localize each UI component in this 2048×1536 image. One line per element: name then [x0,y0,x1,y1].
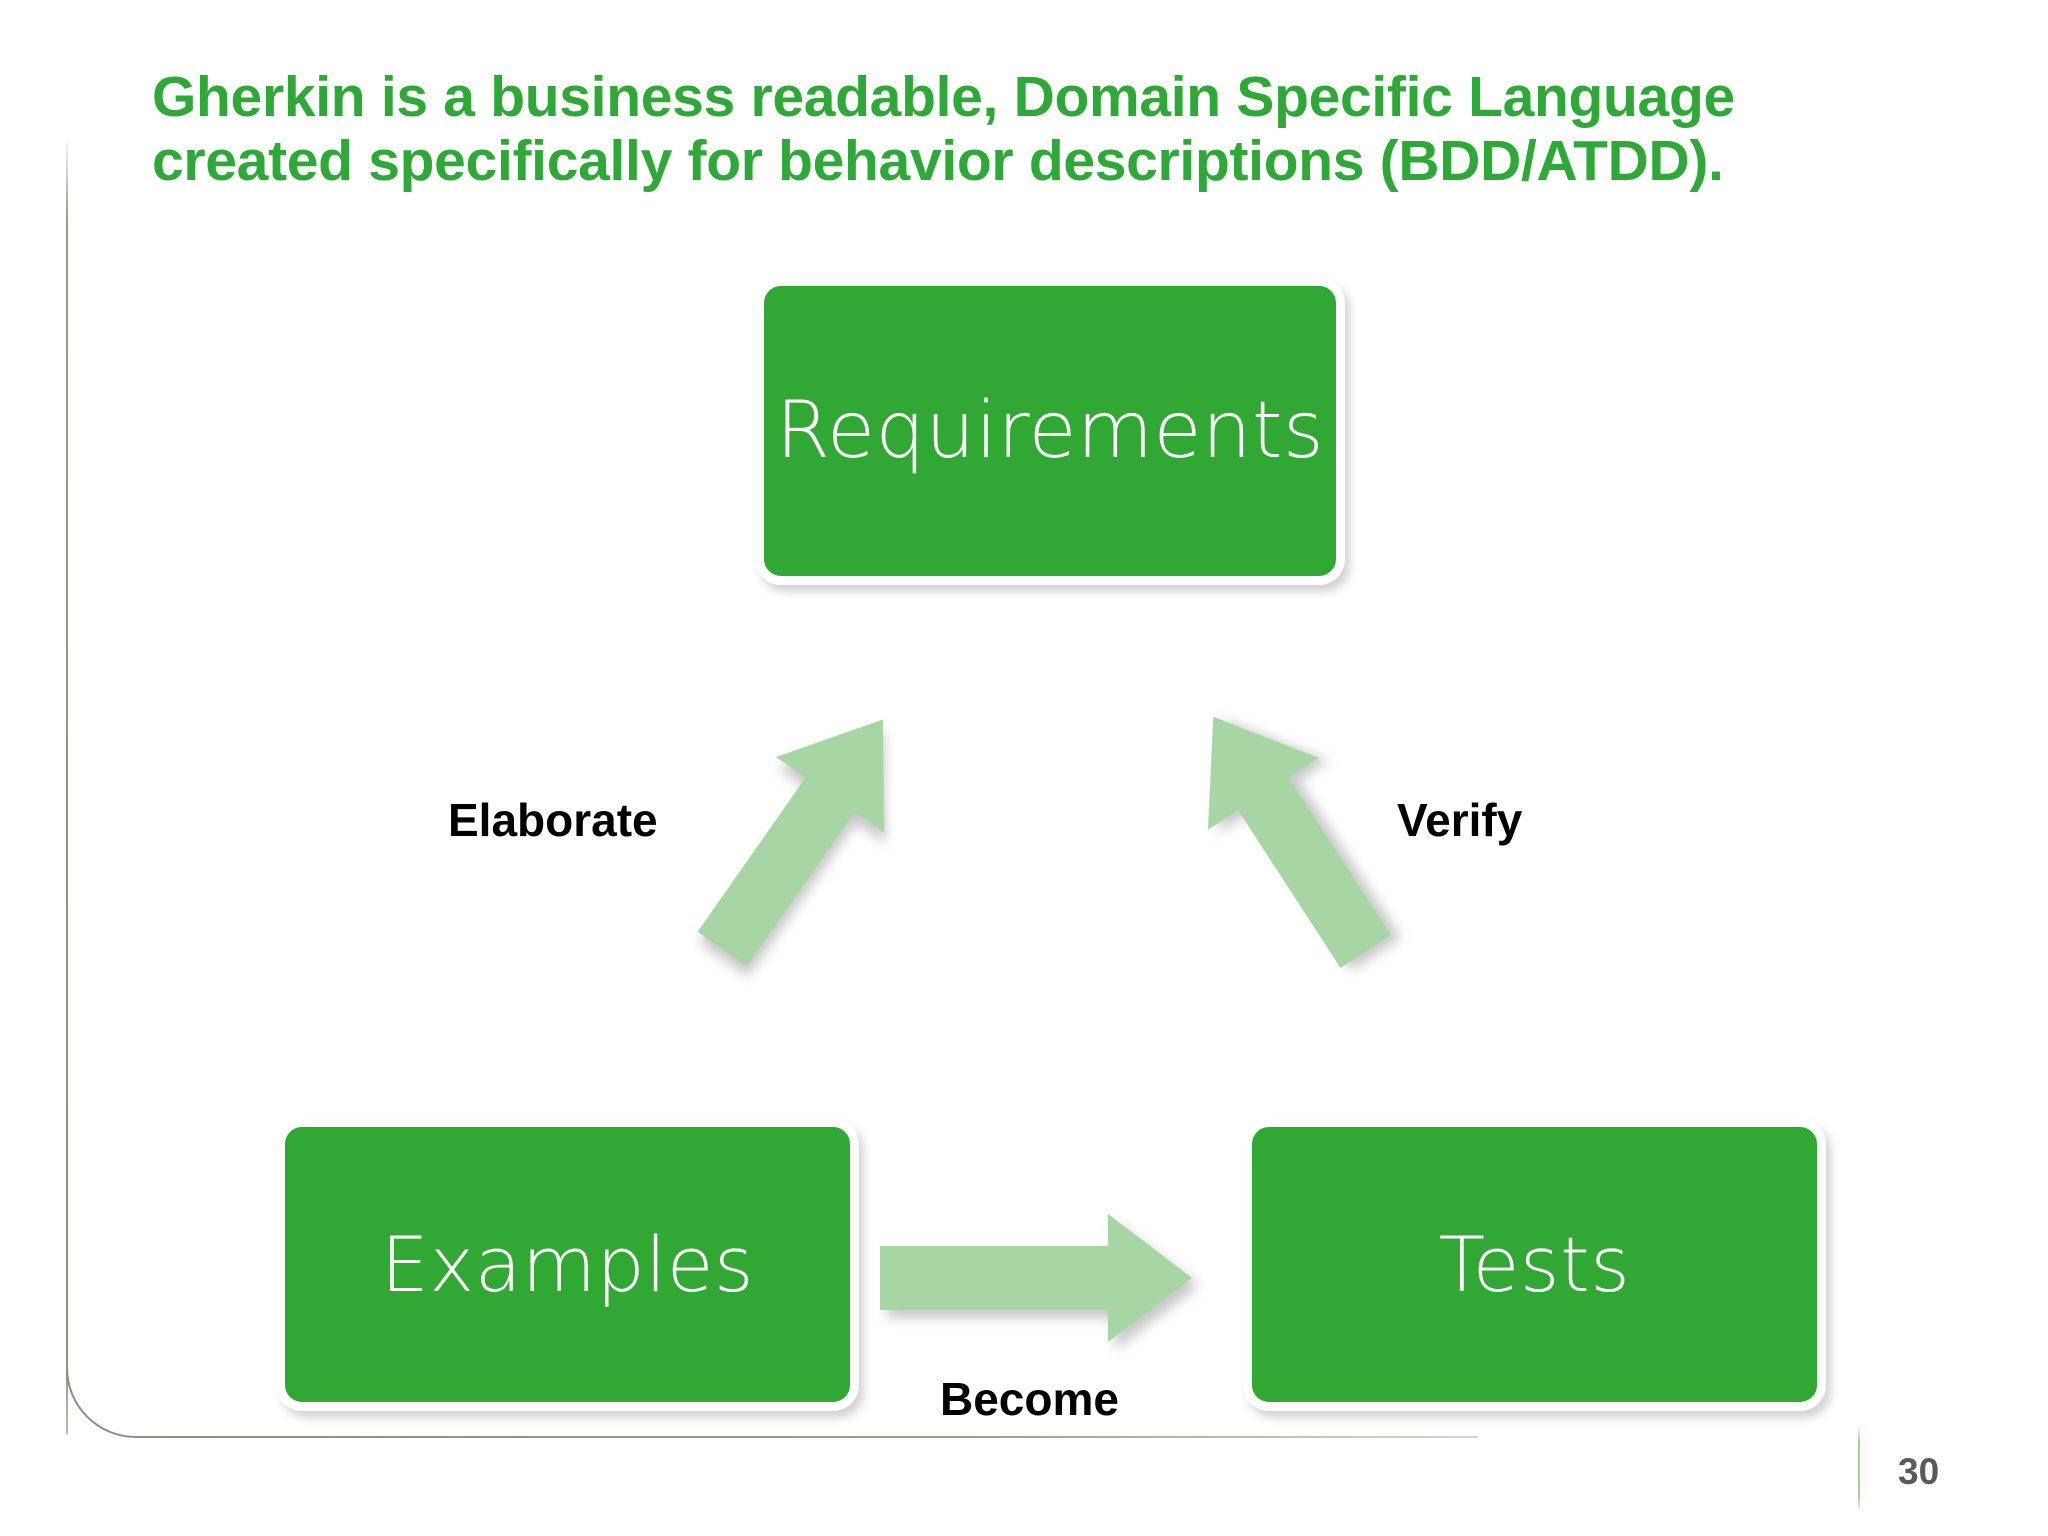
page-number: 30 [1898,1451,1940,1492]
slide-title-line-1: Gherkin is a business readable, Domain S… [152,65,1735,129]
page-number-divider [1858,1425,1860,1513]
slide-title-line-2: created specifically for behavior descri… [152,128,1724,193]
arrow-elaborate-icon [697,719,885,967]
node-examples[interactable]: Examples [276,1118,859,1411]
edge-label-become: Become [940,1373,1119,1425]
node-tests-label: Tests [1438,1219,1631,1309]
slide-title: Gherkin is a business readable, Domain S… [152,65,1842,194]
node-requirements-label: Requirements [775,386,1325,476]
decorative-corner-border [66,1368,138,1438]
edge-label-elaborate: Elaborate [448,794,658,846]
edge-label-verify: Verify [1397,794,1523,846]
node-tests[interactable]: Tests [1243,1118,1826,1411]
arrow-become-icon [880,1214,1192,1342]
decorative-bottom-border [136,1436,1478,1438]
node-requirements[interactable]: Requirements [755,277,1345,585]
node-examples-label: Examples [380,1219,755,1309]
arrow-verify-icon [1207,716,1391,968]
decorative-left-border [66,142,68,1434]
